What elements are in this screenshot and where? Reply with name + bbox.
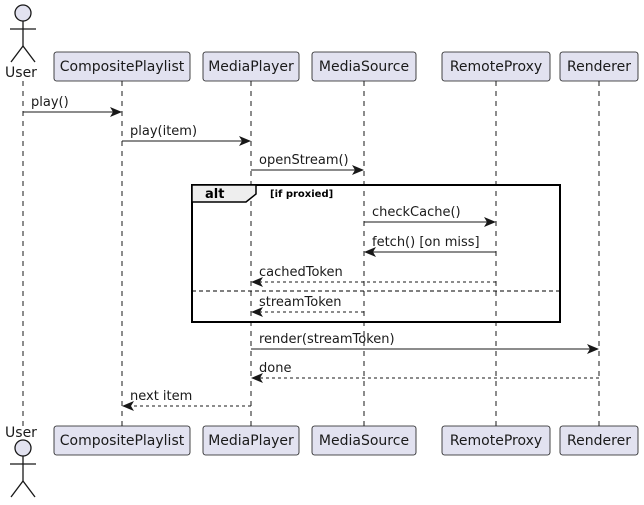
- message-label: streamToken: [259, 295, 342, 310]
- participant-label: MediaSource: [319, 59, 409, 75]
- actor-right-leg: [22, 480, 36, 498]
- participant-source-bottom: MediaSource: [311, 425, 417, 456]
- alt-fragment-tab: [191, 184, 257, 203]
- participant-label: MediaPlayer: [208, 59, 294, 75]
- participant-proxy-bottom: RemoteProxy: [441, 425, 551, 456]
- actor-user-bottom: User: [5, 425, 37, 498]
- alt-fragment-frame: [191, 184, 561, 323]
- participant-label: Renderer: [567, 433, 631, 449]
- message-9: done: [251, 361, 599, 383]
- message-10: next item: [122, 389, 251, 411]
- message-3: openStream(): [251, 153, 364, 175]
- actor-left-leg: [10, 45, 24, 63]
- message-label: render(streamToken): [259, 332, 395, 347]
- actor-left-leg: [10, 480, 24, 498]
- actor-label: User: [5, 425, 37, 441]
- actor-head: [14, 4, 32, 22]
- participant-player-top: MediaPlayer: [202, 51, 300, 82]
- message-1: play(): [23, 95, 122, 117]
- message-label: cachedToken: [259, 265, 343, 280]
- participant-box: [53, 51, 191, 82]
- participant-player-bottom: MediaPlayer: [202, 425, 300, 456]
- participant-playlist-bottom: CompositePlaylist: [53, 425, 191, 456]
- participant-label: MediaPlayer: [208, 433, 294, 449]
- alt-keyword: alt: [205, 187, 224, 202]
- participant-source-top: MediaSource: [311, 51, 417, 82]
- participant-box: [202, 425, 300, 456]
- message-4: checkCache(): [364, 205, 496, 227]
- message-label: play(item): [130, 124, 197, 139]
- participant-label: RemoteProxy: [450, 59, 542, 75]
- message-6: cachedToken: [251, 265, 496, 287]
- participant-proxy-top: RemoteProxy: [441, 51, 551, 82]
- actor-head: [14, 439, 32, 457]
- participant-label: RemoteProxy: [450, 433, 542, 449]
- participant-label: CompositePlaylist: [60, 433, 185, 449]
- participant-renderer-bottom: Renderer: [559, 425, 639, 456]
- message-2: play(item): [122, 124, 251, 146]
- alt-guard: [if proxied]: [270, 189, 333, 200]
- message-label: play(): [31, 95, 69, 110]
- message-7: streamToken: [251, 295, 364, 317]
- message-label: openStream(): [259, 153, 349, 168]
- message-label: next item: [130, 389, 192, 404]
- message-label: done: [259, 361, 291, 376]
- participant-box: [311, 425, 417, 456]
- participant-box: [441, 425, 551, 456]
- participant-renderer-top: Renderer: [559, 51, 639, 82]
- message-label: fetch() [on miss]: [372, 235, 480, 250]
- message-5: fetch() [on miss]: [364, 235, 496, 257]
- participant-label: CompositePlaylist: [60, 59, 185, 75]
- participant-box: [202, 51, 300, 82]
- participant-playlist-top: CompositePlaylist: [53, 51, 191, 82]
- actor-label: User: [5, 65, 37, 81]
- actor-right-leg: [22, 45, 36, 63]
- participant-box: [559, 51, 639, 82]
- participant-box: [311, 51, 417, 82]
- participant-box: [53, 425, 191, 456]
- participant-label: MediaSource: [319, 433, 409, 449]
- participant-box: [441, 51, 551, 82]
- message-label: checkCache(): [372, 205, 461, 220]
- participant-label: Renderer: [567, 59, 631, 75]
- participant-box: [559, 425, 639, 456]
- message-8: render(streamToken): [251, 332, 599, 354]
- actor-user-top: User: [5, 4, 37, 81]
